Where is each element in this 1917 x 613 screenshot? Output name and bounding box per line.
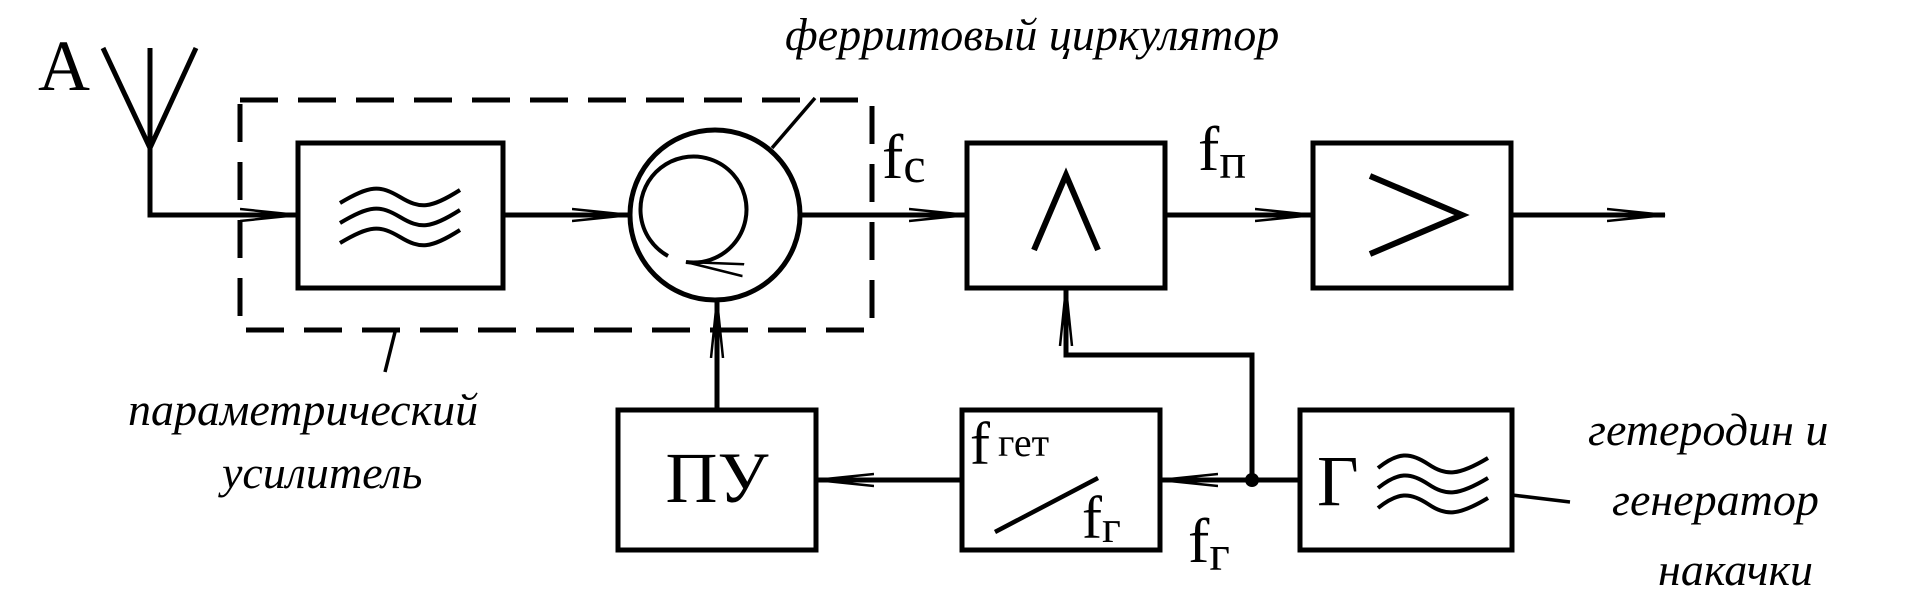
frequency-divider-block xyxy=(959,407,1163,553)
circulator-leader-line xyxy=(770,96,817,150)
param-amp-caption-line2: усилитель xyxy=(218,447,422,498)
heterodyne-caption-line3: накачки xyxy=(1658,544,1813,595)
filter-block xyxy=(295,140,506,291)
divider-bottom-label: fг xyxy=(1082,485,1121,552)
param-amp-caption-line1: параметрический xyxy=(128,384,478,435)
heterodyne-leader-line xyxy=(1511,493,1571,504)
if-amplifier-block xyxy=(1310,140,1514,291)
mixer-block xyxy=(964,140,1168,291)
antenna-label: A xyxy=(38,26,90,106)
heterodyne-caption-line2: генератор xyxy=(1612,474,1819,525)
antenna-icon xyxy=(100,46,199,150)
fg-signal-label: fг xyxy=(1188,505,1230,581)
circulator-rotation-icon xyxy=(638,154,749,263)
heterodyne-caption-line1: гетеродин и xyxy=(1588,404,1828,455)
signal-connections xyxy=(147,148,1665,480)
filter-wave-icon xyxy=(338,186,462,248)
ferrite-circulator xyxy=(627,96,817,303)
circulator-caption: ферритовый циркулятор xyxy=(785,9,1279,60)
junction-dot xyxy=(1245,473,1259,487)
fc-signal-label: fc xyxy=(882,121,926,193)
generator-wave-icon xyxy=(1376,453,1490,515)
mixer-symbol-icon xyxy=(1031,167,1101,252)
amplifier-symbol-icon xyxy=(1368,173,1470,257)
divider-slash xyxy=(993,476,1100,534)
param-amp-leader-line xyxy=(383,331,397,373)
fp-signal-label: fп xyxy=(1198,113,1246,189)
generator-letter: Г xyxy=(1317,441,1359,521)
pu-label: ПУ xyxy=(666,438,769,518)
parametric-amplifier-boundary xyxy=(237,97,875,333)
